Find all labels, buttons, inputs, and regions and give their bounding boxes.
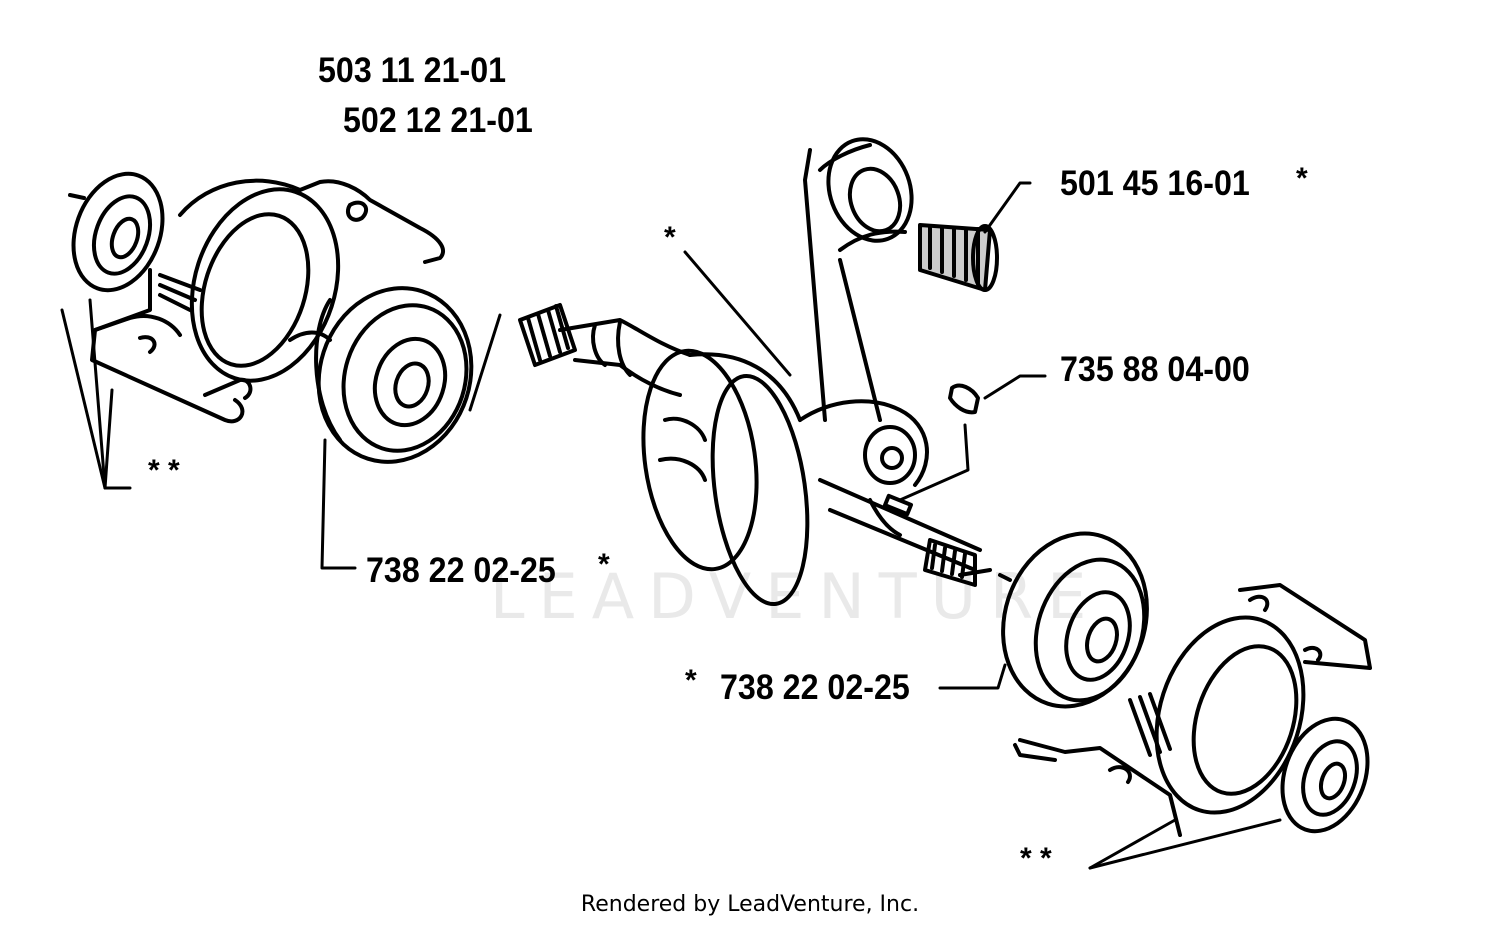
- part-label-503-11-21-01: 503 11 21-01: [318, 51, 507, 90]
- marker-asterisk: *: [664, 221, 676, 254]
- part-label-502-12-21-01: 502 12 21-01: [343, 101, 533, 140]
- part-label-501-45-16-01: 501 45 16-01: [1060, 164, 1250, 203]
- right-bearing-housing: [1015, 585, 1370, 835]
- right-ball-bearing: [981, 515, 1169, 726]
- marker-double-asterisk-left: * *: [148, 454, 180, 487]
- leader-lines: [62, 183, 1280, 868]
- connecting-rod: [805, 127, 925, 420]
- marker-double-asterisk-right: * *: [1020, 842, 1052, 875]
- footer-credit: Rendered by LeadVenture, Inc.: [580, 892, 920, 917]
- marker-asterisk: *: [685, 664, 697, 697]
- crankshaft: [520, 305, 1010, 610]
- part-label-738-22-02-25-right: 738 22 02-25: [720, 668, 910, 707]
- marker-asterisk: *: [598, 548, 610, 581]
- part-label-735-88-04-00: 735 88 04-00: [1060, 350, 1250, 389]
- left-ball-bearing: [296, 268, 493, 482]
- left-seal-ring: [58, 161, 178, 302]
- marker-asterisk: *: [1296, 162, 1308, 195]
- needle-bearing: [920, 225, 997, 290]
- woodruff-key: [950, 386, 978, 413]
- part-label-738-22-02-25-left: 738 22 02-25: [366, 551, 556, 590]
- right-seal-ring: [1268, 707, 1383, 843]
